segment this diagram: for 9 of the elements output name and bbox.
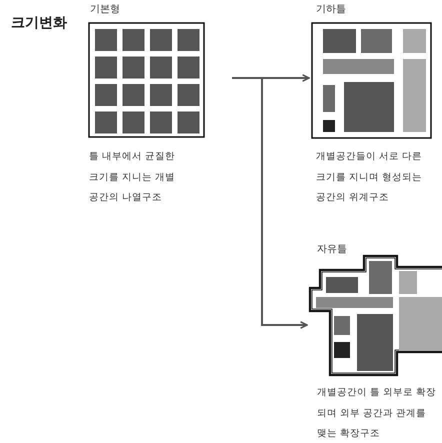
arrow xyxy=(232,74,310,82)
node-label: 개별공간들이 서로 다른 크기를 지니며 형성되는 공간의 위계구조 xyxy=(316,150,424,205)
heading: 기하틀 xyxy=(316,4,346,16)
node-label: 틀 내부에서 균질한 크기를 지니는 개별 공간의 나열구조 xyxy=(89,150,176,205)
node-label: 개별공간이 틀 외부로 확장 되며 외부 공간과 관계를 맺는 확장구조 xyxy=(317,386,438,441)
heading: 기본형 xyxy=(90,4,120,16)
heading: 자유틀 xyxy=(317,244,347,256)
title: 크기변화 xyxy=(11,14,67,32)
arrow xyxy=(261,78,308,329)
